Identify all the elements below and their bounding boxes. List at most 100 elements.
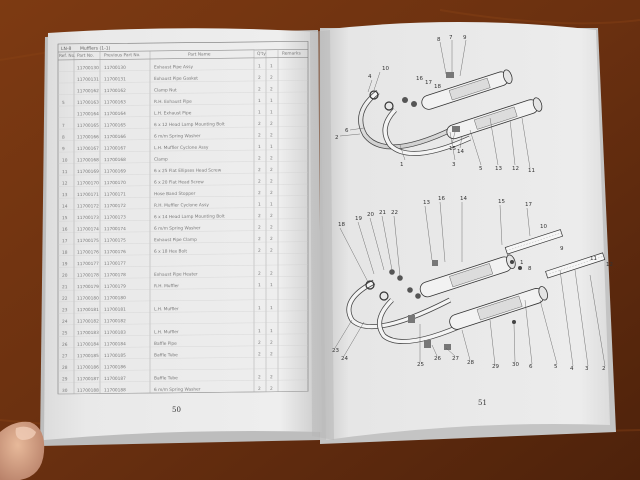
row-ref: 7 bbox=[62, 123, 65, 129]
row-rule bbox=[58, 379, 308, 383]
callout-number: 15 bbox=[449, 146, 456, 152]
callout-number: 9 bbox=[560, 246, 564, 252]
row-qty-2: 2 bbox=[270, 190, 273, 196]
row-qty-2: 2 bbox=[270, 121, 273, 127]
row-rule bbox=[58, 229, 308, 233]
callout-number: 1 bbox=[520, 260, 524, 266]
callout-number: 10 bbox=[382, 66, 389, 72]
row-part-no: 11700173 bbox=[77, 215, 99, 221]
row-qty-2: 2 bbox=[270, 351, 273, 357]
callout-number: 1 bbox=[400, 162, 404, 168]
row-prev-part-no: 11700178 bbox=[104, 272, 126, 278]
row-part-no: 11700176 bbox=[77, 249, 99, 255]
callout-number: 14 bbox=[460, 196, 467, 202]
row-qty-2: 2 bbox=[270, 271, 273, 277]
row-qty-2: 1 bbox=[270, 63, 273, 69]
row-qty: 2 bbox=[258, 225, 261, 231]
callout-number: 15 bbox=[498, 199, 505, 205]
row-rule bbox=[58, 310, 308, 314]
row-rule bbox=[58, 241, 308, 245]
row-ref: 22 bbox=[62, 296, 68, 302]
row-part-no: 11700172 bbox=[77, 203, 99, 209]
row-prev-part-no: 11700175 bbox=[104, 238, 126, 244]
row-rule bbox=[58, 80, 308, 84]
exhaust-pipe-bottom-2-inner bbox=[377, 298, 471, 344]
parts-table: LN-8 Mufflers (1-1) Ref. No. Part No. Pr… bbox=[57, 41, 309, 395]
gutter-shadow bbox=[310, 30, 334, 440]
callout-number: 16 bbox=[416, 76, 423, 82]
row-ref: 9 bbox=[62, 146, 65, 152]
row-part-no: 11700164 bbox=[77, 111, 99, 117]
row-qty-2: 2 bbox=[270, 155, 273, 161]
row-ref: 13 bbox=[62, 192, 68, 198]
row-ref: 19 bbox=[62, 261, 68, 267]
row-rule bbox=[58, 137, 308, 141]
row-part-name: Clamp Nut bbox=[154, 87, 177, 93]
callout-number: 13 bbox=[495, 166, 502, 172]
row-rule bbox=[58, 253, 308, 256]
gasket bbox=[389, 269, 395, 275]
row-qty: 2 bbox=[258, 236, 261, 242]
row-part-no: 11700174 bbox=[77, 226, 99, 232]
row-part-name: 6 m/m Spring Washer bbox=[154, 225, 201, 231]
row-qty: 2 bbox=[258, 156, 261, 162]
clamp-ring bbox=[365, 280, 375, 290]
row-part-name: 6 m/m Spring Washer bbox=[154, 387, 201, 393]
row-part-name: L.H. Muffler Cyclone Assy bbox=[154, 145, 209, 152]
col-header-part: Part No. bbox=[77, 53, 94, 59]
row-prev-part-no: 11700188 bbox=[104, 387, 126, 393]
clamp bbox=[452, 126, 460, 132]
row-qty-2: 2 bbox=[270, 374, 273, 380]
row-part-name: 6 x 25 Flat Ellipses Head Screw bbox=[154, 167, 222, 174]
bolt bbox=[512, 320, 516, 324]
col-header-name: Part Name bbox=[188, 51, 211, 57]
gasket bbox=[397, 275, 403, 281]
row-qty-2: 2 bbox=[270, 386, 273, 392]
gasket bbox=[402, 97, 408, 103]
callout-number: 5 bbox=[554, 364, 558, 370]
row-prev-part-no: 11700180 bbox=[104, 295, 126, 301]
row-part-name: 6 m/m Spring Washer bbox=[154, 133, 201, 139]
col-header-qty: Q'ty bbox=[257, 51, 266, 57]
callout-number: 12 bbox=[606, 262, 613, 268]
col-header-prev: Previous Part No. bbox=[104, 52, 141, 58]
row-rule bbox=[58, 103, 308, 107]
row-qty: 2 bbox=[258, 386, 261, 392]
row-ref: 15 bbox=[62, 215, 68, 221]
row-rule bbox=[58, 172, 308, 176]
row-prev-part-no: 11700182 bbox=[104, 318, 126, 324]
row-part-no: 11700169 bbox=[77, 169, 99, 175]
clamp bbox=[432, 260, 438, 266]
row-part-name: Baffle Tube bbox=[154, 352, 178, 358]
row-prev-part-no: 11700181 bbox=[104, 307, 126, 313]
callout-number: 27 bbox=[452, 356, 459, 362]
row-part-name: 6 x 20 Flat Head Screw bbox=[154, 179, 204, 186]
callout-number: 20 bbox=[367, 212, 374, 218]
row-prev-part-no: 11700131 bbox=[104, 76, 126, 82]
row-part-no: 11700183 bbox=[77, 330, 99, 336]
row-qty: 2 bbox=[258, 213, 261, 219]
leader-lines-bottom bbox=[334, 201, 606, 367]
bolt bbox=[510, 260, 514, 264]
row-qty: 2 bbox=[258, 248, 261, 254]
row-qty-2: 1 bbox=[270, 305, 273, 311]
row-rule bbox=[58, 91, 308, 95]
row-rule bbox=[58, 391, 308, 395]
row-rule bbox=[58, 356, 308, 360]
callout-number: 11 bbox=[528, 168, 535, 174]
row-ref: 5 bbox=[62, 100, 65, 106]
gasket bbox=[411, 101, 417, 107]
clamp-ring bbox=[384, 101, 394, 111]
row-prev-part-no: 11700171 bbox=[104, 191, 126, 197]
row-part-name: Clamp bbox=[154, 157, 168, 163]
row-qty-2: 1 bbox=[270, 109, 273, 115]
row-prev-part-no: 11700168 bbox=[104, 157, 126, 163]
callout-number: 2 bbox=[602, 366, 606, 372]
